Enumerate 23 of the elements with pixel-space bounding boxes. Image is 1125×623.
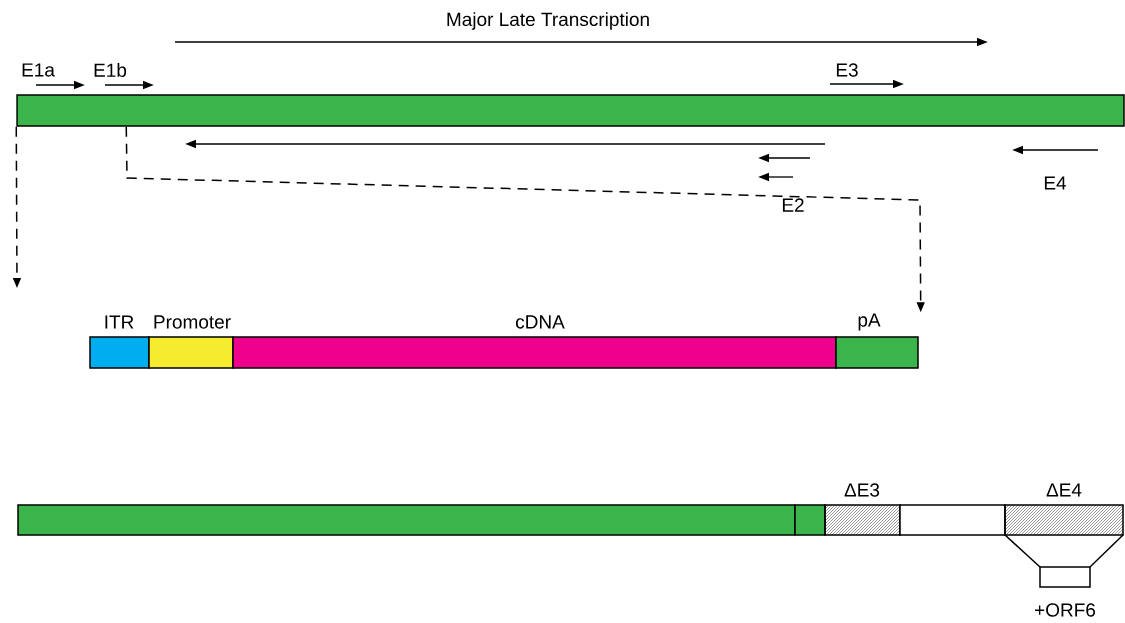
gene-label: E1b: [94, 63, 127, 77]
title-text: Major Late Transcription: [447, 12, 649, 30]
gene-label: E2: [782, 198, 804, 212]
segment-box: +ORF6: [1035, 566, 1096, 617]
node-label: ITR: [105, 315, 134, 329]
node-label: ΔE3: [844, 483, 880, 497]
genome-bar: [899, 504, 1006, 536]
gene-label: E1a: [22, 63, 55, 77]
segment-box: ITR: [89, 315, 150, 369]
gene-label: E4: [1044, 176, 1067, 190]
segment-box: ΔE4: [1004, 483, 1124, 536]
node-label: pA: [858, 313, 881, 331]
node-label: ΔE4: [1046, 483, 1082, 497]
node-label: +ORF6: [1035, 603, 1096, 617]
node-label: cDNA: [516, 315, 565, 329]
segment-box: pA: [835, 313, 919, 369]
gene-label: E3: [836, 63, 858, 77]
segment-box: Promoter: [148, 315, 234, 369]
segment-box: cDNA: [232, 315, 837, 369]
node-label: Promoter: [154, 315, 231, 329]
segment-box: ΔE3: [824, 483, 901, 536]
genome-bar: [16, 94, 1125, 127]
genome-bar: [794, 504, 826, 536]
